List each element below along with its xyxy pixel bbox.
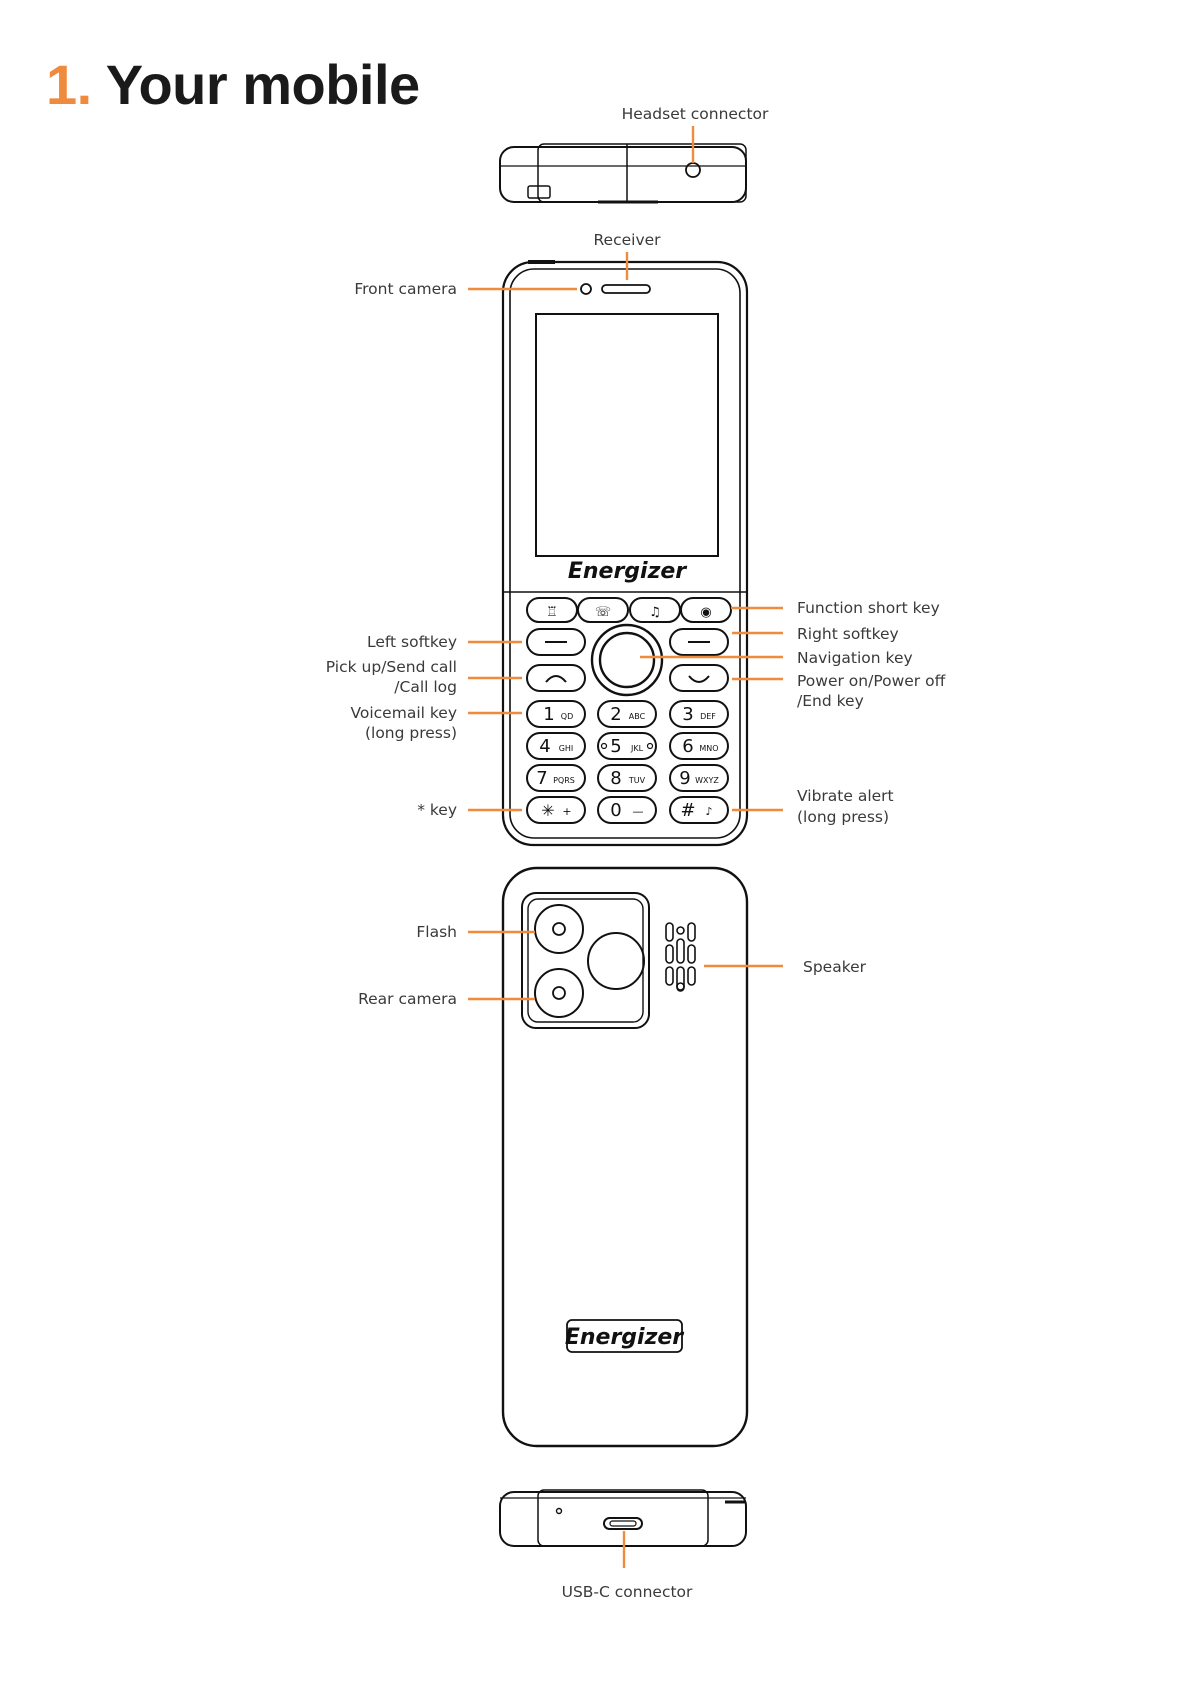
key-5-digit: 5	[610, 736, 621, 757]
phone-back-view: Energizer	[501, 866, 749, 1448]
svg-text:☏: ☏	[595, 605, 611, 620]
flash-ring	[534, 904, 584, 954]
key-9-digit: 9	[679, 768, 690, 789]
navigation-ring	[590, 623, 664, 697]
camera-module	[521, 892, 650, 1029]
section-number: 1.	[46, 53, 92, 116]
svg-text:◉: ◉	[700, 605, 711, 620]
label-receiver: Receiver	[593, 231, 661, 249]
label-voicemail-line2: (long press)	[365, 724, 457, 742]
headset-jack	[685, 162, 701, 178]
label-rear-camera: Rear camera	[358, 990, 457, 1008]
phone-top-view	[499, 143, 747, 204]
svg-text:♫: ♫	[649, 605, 661, 620]
key-2-letters: ABC	[629, 712, 646, 721]
label-vibrate-line2: (long press)	[797, 808, 889, 826]
label-front-camera: Front camera	[354, 280, 457, 298]
key-4-digit: 4	[539, 736, 550, 757]
label-headset-connector: Headset connector	[622, 105, 769, 123]
section-title: Your mobile	[105, 53, 420, 116]
key-7-digit: 7	[536, 768, 547, 789]
usb-c-port	[603, 1517, 643, 1530]
key-3-letters: DEF	[700, 712, 716, 721]
label-left-softkey: Left softkey	[367, 633, 457, 651]
label-navigation-key: Navigation key	[797, 649, 913, 667]
key-star-digit: ✳	[541, 801, 554, 820]
label-pick-up-line1: Pick up/Send call	[326, 658, 457, 676]
front-logo: Energizer	[568, 559, 687, 584]
key-hash-digit: #	[680, 800, 695, 821]
key-1-letters: QD	[561, 712, 573, 721]
key-star-letters: +	[562, 805, 571, 818]
label-flash: Flash	[416, 923, 457, 941]
speaker-grille	[665, 922, 696, 992]
key-hash-letters: ♪	[705, 805, 712, 818]
label-right-softkey: Right softkey	[797, 625, 899, 643]
label-power-line1: Power on/Power off	[797, 672, 946, 690]
receiver-slot	[601, 284, 651, 294]
key-3-digit: 3	[682, 704, 693, 725]
label-speaker: Speaker	[803, 958, 867, 976]
svg-text:♖: ♖	[546, 605, 558, 620]
phone-front-view: Energizer ♖ ☏ ♫ ◉	[501, 260, 749, 847]
key-0-digit: 0	[610, 800, 621, 821]
rear-camera-large	[587, 932, 645, 990]
label-function-short-key: Function short key	[797, 599, 940, 617]
callout-lines	[468, 126, 783, 1568]
key-8-letters: TUV	[628, 776, 646, 785]
page-title: 1. Your mobile	[46, 52, 420, 117]
key-6-letters: MNO	[699, 744, 718, 753]
callout-labels: Headset connector Receiver Front camera …	[326, 105, 946, 1601]
key-2-digit: 2	[610, 704, 621, 725]
key-7-letters: PQRS	[553, 776, 575, 785]
label-usb-c: USB-C connector	[562, 1583, 693, 1601]
label-vibrate-line1: Vibrate alert	[797, 787, 894, 805]
key-5-letters: JKL	[630, 744, 644, 753]
keypad: 1 QD 2 ABC 3 DEF 4 GHI 5 JKL 6 MNO 7 PQR…	[526, 700, 729, 824]
key-9-letters: WXYZ	[695, 776, 719, 785]
rear-camera-ring	[534, 968, 584, 1018]
back-logo: Energizer	[565, 1325, 684, 1350]
display	[535, 313, 719, 557]
key-1-digit: 1	[543, 704, 554, 725]
label-power-line2: /End key	[797, 692, 864, 710]
key-8-digit: 8	[610, 768, 621, 789]
key-0-letters: —	[633, 805, 644, 818]
key-4-letters: GHI	[559, 744, 574, 753]
label-pick-up-line2: /Call log	[394, 678, 457, 696]
front-camera-lens	[580, 283, 592, 295]
key-6-digit: 6	[682, 736, 693, 757]
label-voicemail-line1: Voicemail key	[350, 704, 457, 722]
label-star-key: * key	[417, 801, 457, 819]
back-logo-frame	[566, 1319, 683, 1353]
